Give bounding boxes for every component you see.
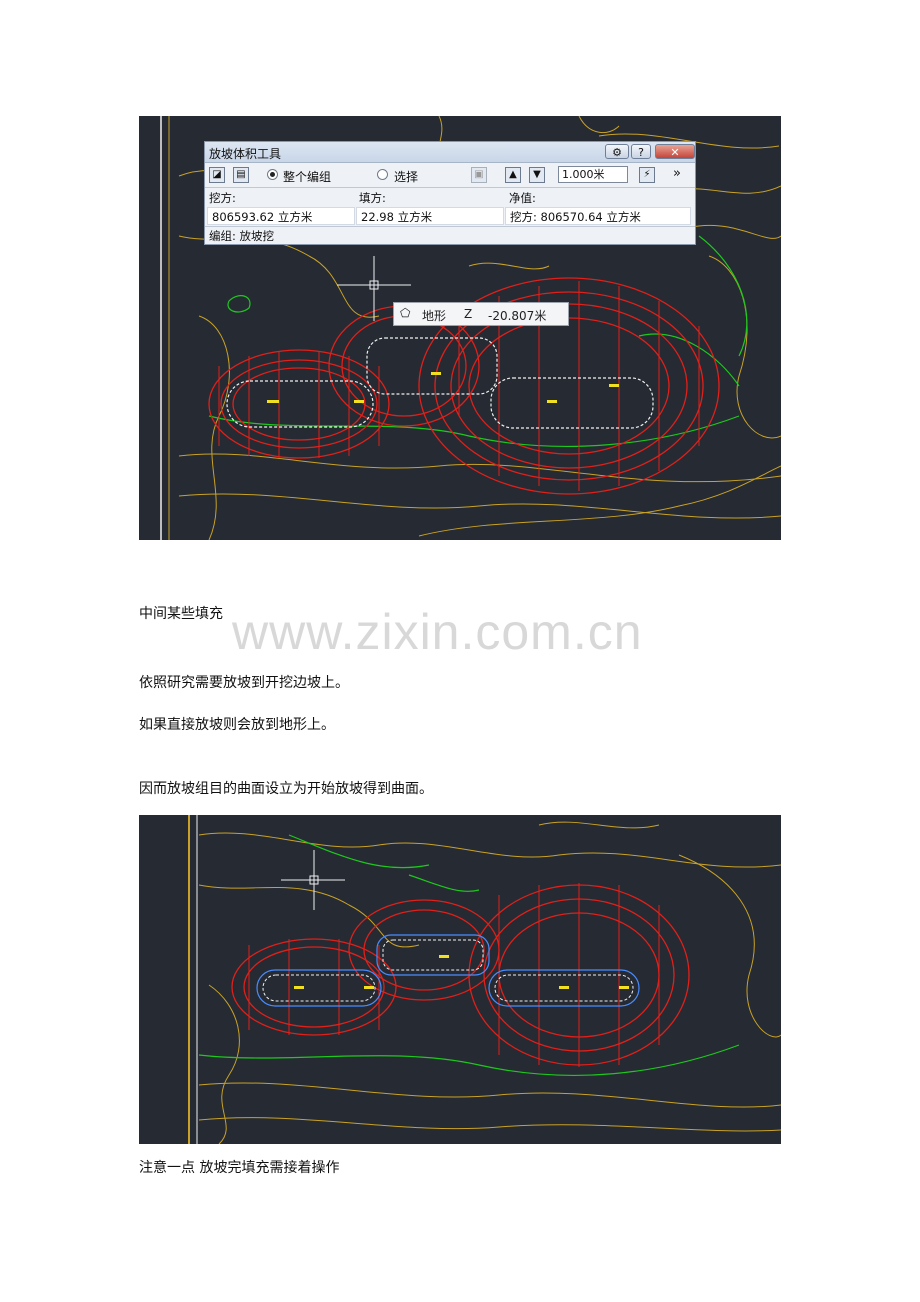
grading-group-status: 编组: 放坡挖 xyxy=(209,229,275,243)
fill-value: 22.98 立方米 xyxy=(356,207,504,225)
radio-whole-group-label: 整个编组 xyxy=(283,170,332,184)
lower-grading-icon[interactable]: ▼ xyxy=(529,167,545,183)
tooltip-value: -20.807米 xyxy=(488,309,547,323)
watermark: www.zixin.com.cn xyxy=(232,604,643,660)
tooltip-axis: Z xyxy=(464,307,473,321)
paragraph-5: 注意一点 放坡完填充需接着操作 xyxy=(139,1160,340,1176)
cad-screenshot-1: 放坡体积工具 ⚙ ? ✕ ◪ ▤ 整个编组 选择 ▣ ▲ ▼ 1.000米 ⚡ … xyxy=(139,116,781,540)
fill-header: 填方: xyxy=(359,191,386,205)
pick-feature-icon[interactable]: ▣ xyxy=(471,167,487,183)
grading-volume-dialog[interactable]: 放坡体积工具 ⚙ ? ✕ ◪ ▤ 整个编组 选择 ▣ ▲ ▼ 1.000米 ⚡ … xyxy=(204,141,696,245)
help-icon[interactable]: ? xyxy=(631,144,651,159)
net-header: 净值: xyxy=(509,191,536,205)
radio-selection[interactable] xyxy=(377,169,388,180)
grading-group-icon[interactable]: ◪ xyxy=(209,167,225,183)
radio-selection-label: 选择 xyxy=(394,170,419,184)
dialog-toolbar: ◪ ▤ 整个编组 选择 ▣ ▲ ▼ 1.000米 ⚡ » xyxy=(205,163,695,188)
surface-icon: ⬠ xyxy=(400,306,411,320)
cut-value: 806593.62 立方米 xyxy=(207,207,355,225)
paragraph-4: 因而放坡组目的曲面设立为开始放坡得到曲面。 xyxy=(139,781,433,797)
cad-screenshot-2 xyxy=(139,815,781,1144)
volume-results-grid: 挖方: 填方: 净值: 806593.62 立方米 22.98 立方米 挖方: … xyxy=(205,188,695,227)
cut-header: 挖方: xyxy=(209,191,236,205)
tooltip-label: 地形 xyxy=(422,309,447,323)
close-icon[interactable]: ✕ xyxy=(655,144,695,159)
paragraph-2: 依照研究需要放坡到开挖边坡上。 xyxy=(139,675,349,691)
paragraph-1: 中间某些填充 xyxy=(139,606,223,622)
properties-icon[interactable]: ▤ xyxy=(233,167,249,183)
step-elevation-input[interactable]: 1.000米 xyxy=(558,166,628,183)
settings-icon[interactable]: ⚙ xyxy=(605,144,629,159)
radio-whole-group[interactable] xyxy=(267,169,278,180)
net-value: 挖方: 806570.64 立方米 xyxy=(505,207,691,225)
paragraph-3: 如果直接放坡则会放到地形上。 xyxy=(139,717,335,733)
expand-chevron-icon[interactable]: » xyxy=(673,166,681,181)
dialog-title: 放坡体积工具 xyxy=(209,147,282,161)
auto-balance-icon[interactable]: ⚡ xyxy=(639,167,655,183)
dialog-titlebar[interactable]: 放坡体积工具 ⚙ ? ✕ xyxy=(205,142,695,163)
surface-elevation-tooltip: ⬠ 地形 Z -20.807米 xyxy=(393,302,569,326)
cad-drawing-2 xyxy=(188,815,781,1144)
raise-grading-icon[interactable]: ▲ xyxy=(505,167,521,183)
